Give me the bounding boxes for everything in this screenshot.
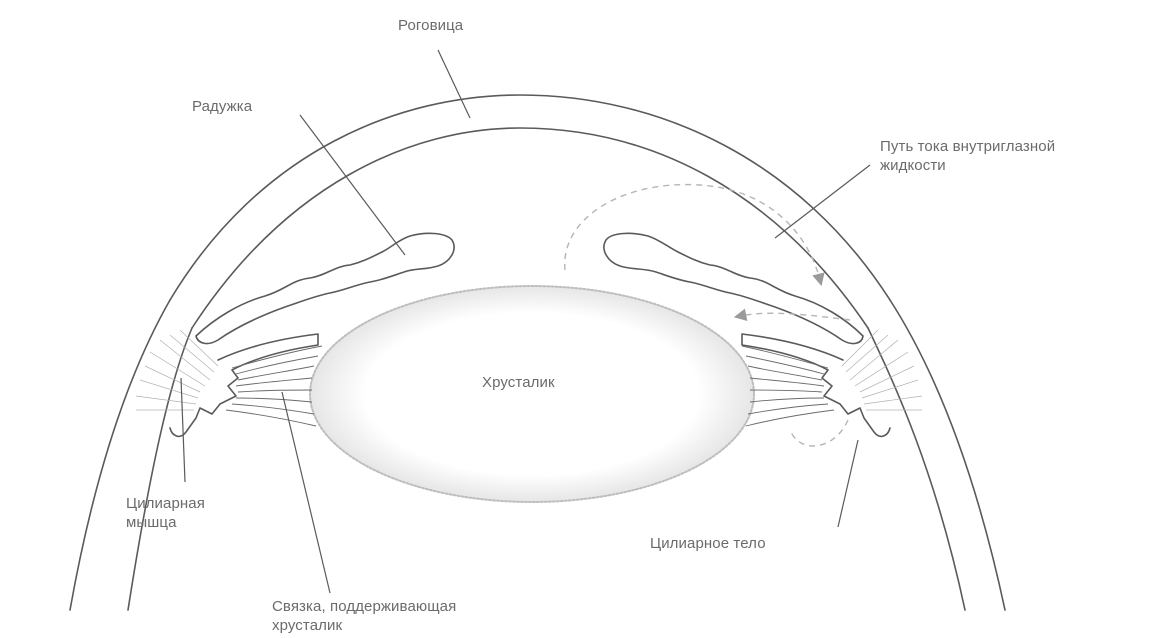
sclera-inner-right: [868, 328, 965, 610]
cornea-outer-edge: [170, 95, 890, 300]
sclera-outer-left: [70, 300, 170, 610]
label-zonule-line2: хрусталик: [272, 616, 456, 635]
label-lens: Хрусталик: [482, 373, 555, 392]
label-ciliary-muscle-line2: мышца: [126, 513, 205, 532]
leader-iris: [300, 115, 405, 255]
trabecular-meshwork-right: [842, 330, 922, 410]
label-ciliary-muscle: Цилиарная мышца: [126, 494, 205, 532]
sclera-inner-left: [128, 328, 192, 610]
zonule-fibers-right: [742, 346, 834, 426]
sclera-outer-right: [890, 300, 1005, 610]
label-zonule-line1: Связка, поддерживающая: [272, 597, 456, 616]
zonule-fibers-left: [226, 346, 322, 426]
leader-cornea: [438, 50, 470, 118]
leader-ciliary-body: [838, 440, 858, 527]
label-aqueous-flow-line2: жидкости: [880, 156, 1055, 175]
label-iris: Радужка: [192, 97, 252, 116]
label-aqueous-flow: Путь тока внутриглазной жидкости: [880, 137, 1055, 175]
leader-aqueous: [775, 165, 870, 238]
lens-outline: [310, 286, 754, 502]
label-ciliary-muscle-line1: Цилиарная: [126, 494, 205, 513]
label-aqueous-flow-line1: Путь тока внутриглазной: [880, 137, 1055, 156]
label-zonule: Связка, поддерживающая хрусталик: [272, 597, 456, 635]
label-cornea: Роговица: [398, 16, 463, 35]
label-ciliary-body: Цилиарное тело: [650, 534, 766, 553]
